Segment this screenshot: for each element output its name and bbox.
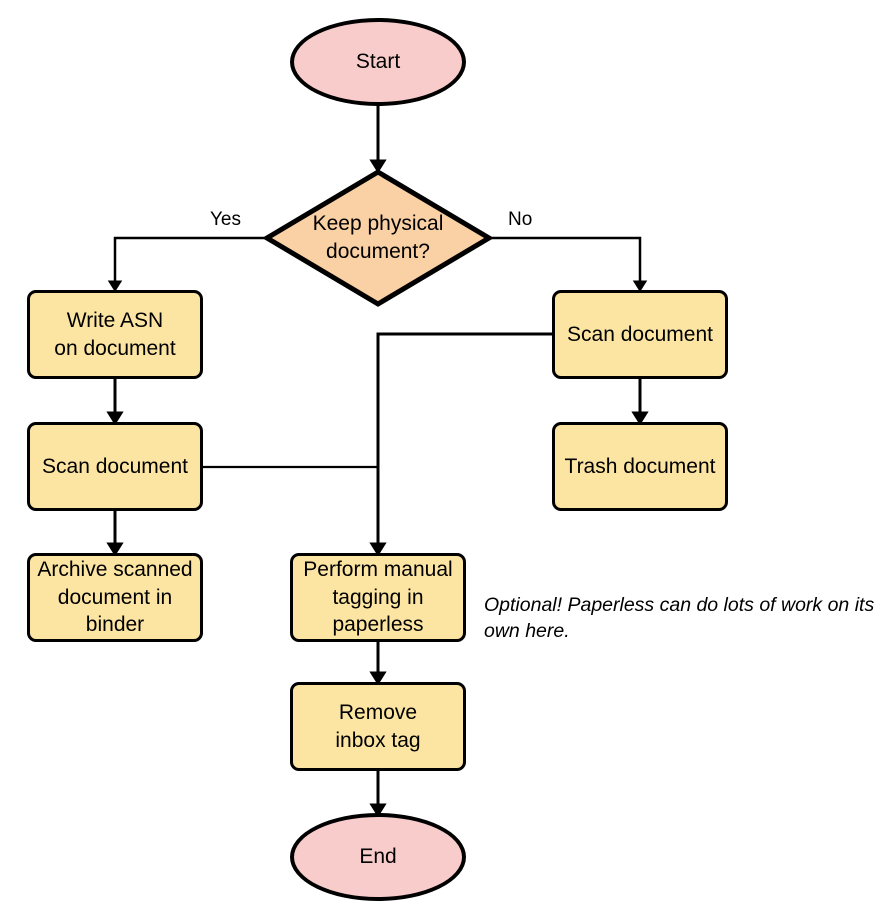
node-write-asn-on-document[interactable]: Write ASN on document [27, 290, 203, 379]
node-trash-document[interactable]: Trash document [552, 422, 728, 511]
edge-decision-yes-to-write-asn [107, 236, 265, 292]
edge-label-yes: Yes [210, 209, 241, 230]
node-perform-manual-tagging-in-paperless[interactable]: Perform manual tagging in paperless [290, 553, 466, 642]
node-archive-scanned-document-in-binder-label: Archive scanned document in binder [37, 557, 193, 637]
node-keep-physical-document[interactable]: Keep physical document? [264, 169, 492, 307]
node-end-label: End [359, 845, 397, 869]
node-remove-inbox-tag[interactable]: Remove inbox tag [290, 682, 466, 771]
node-write-asn-on-document-label: Write ASN on document [54, 308, 176, 360]
node-archive-scanned-document-in-binder[interactable]: Archive scanned document in binder [27, 553, 203, 642]
node-scan-document-right[interactable]: Scan document [552, 290, 728, 379]
annotation-optional-note: Optional! Paperless can do lots of work … [484, 594, 875, 643]
edge-scan-right-to-manual-tagging [369, 332, 552, 557]
node-keep-physical-document-label: Keep physical document? [312, 212, 444, 263]
node-trash-document-label: Trash document [564, 454, 716, 478]
node-start[interactable]: Start [290, 18, 466, 106]
node-remove-inbox-tag-label: Remove inbox tag [335, 700, 421, 752]
node-perform-manual-tagging-in-paperless-label: Perform manual tagging in paperless [303, 557, 453, 637]
node-end[interactable]: End [290, 813, 466, 901]
node-start-label: Start [355, 50, 401, 74]
node-scan-document-left-label: Scan document [42, 454, 188, 478]
node-scan-document-right-label: Scan document [567, 322, 713, 346]
edge-decision-no-to-scan-right [490, 236, 648, 292]
diamond-shape-icon [264, 169, 492, 307]
edge-label-no: No [508, 209, 533, 230]
node-scan-document-left[interactable]: Scan document [27, 422, 203, 511]
